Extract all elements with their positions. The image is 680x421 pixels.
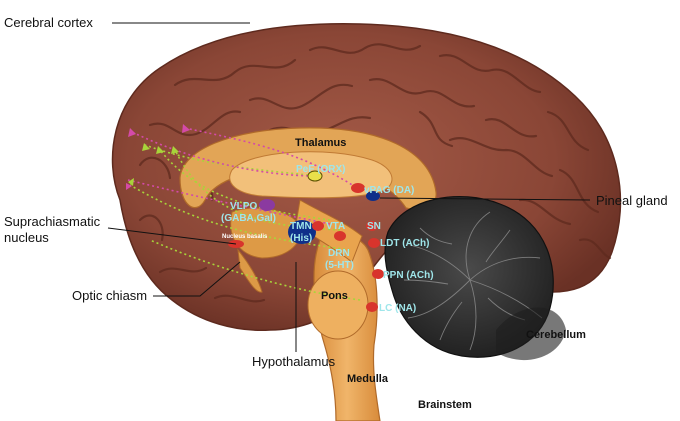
label-pons: Pons [321, 290, 348, 302]
label-suprachiasmatic-nucleus: nucleus [4, 230, 49, 245]
lc-marker [366, 302, 378, 312]
cortex-folds [138, 43, 612, 303]
pineal-gland-pointer [379, 197, 591, 201]
label-cerebellum: Cerebellum [526, 329, 586, 341]
label-sn: SN [367, 221, 381, 232]
pituitary-stalk [237, 248, 263, 293]
label-ppn: PPN (ACh) [383, 270, 434, 281]
label-cerebral-cortex: Cerebral cortex [4, 15, 93, 30]
vta-marker [312, 221, 324, 231]
ldt-marker [368, 238, 380, 248]
label-vpag: vPAG (DA) [364, 185, 414, 196]
label-drn-transmitter: (5-HT) [325, 260, 354, 271]
label-vlpo-transmitter: (GABA,Gal) [221, 213, 276, 224]
label-drn: DRN [328, 248, 350, 259]
suprachiasmatic-pointer [107, 227, 237, 245]
label-vta: VTA [326, 221, 345, 232]
ppn-marker [372, 269, 384, 279]
deep-brain-region [179, 127, 437, 210]
label-nucleus-basalis: Nucleus basalis [222, 234, 268, 240]
label-ldt: LDT (ACh) [380, 238, 429, 249]
optic-chiasm-pointer [153, 261, 241, 297]
label-pef: PeF (ORX) [296, 164, 345, 175]
vlpo-marker [259, 199, 275, 211]
label-brainstem: Brainstem [418, 399, 472, 411]
cerebellum-lobe [496, 307, 566, 361]
label-medulla: Medulla [347, 373, 389, 385]
label-pineal-gland: Pineal gland [596, 193, 668, 208]
label-tmn: TMN [290, 221, 312, 232]
vpag-marker-blue [366, 191, 380, 201]
pathway-arrows [126, 124, 190, 190]
pons-shape [307, 270, 369, 340]
pef-marker [307, 170, 323, 182]
tmn-marker [288, 220, 316, 244]
label-suprachiasmatic: Suprachiasmatic [4, 214, 101, 229]
label-optic-chiasm: Optic chiasm [72, 288, 147, 303]
pathway-magenta [127, 127, 361, 225]
drn-marker [334, 231, 346, 241]
label-tmn-transmitter: (His) [290, 233, 312, 244]
sn-marker [366, 221, 378, 231]
label-lc: LC (NA) [379, 303, 416, 314]
label-thalamus: Thalamus [295, 137, 346, 149]
pointer-lines [107, 22, 591, 352]
label-hypothalamus: Hypothalamus [252, 354, 336, 369]
vpag-marker-red [351, 183, 365, 193]
nucleus-markers [228, 170, 384, 312]
label-vlpo: VLPO [230, 201, 257, 212]
